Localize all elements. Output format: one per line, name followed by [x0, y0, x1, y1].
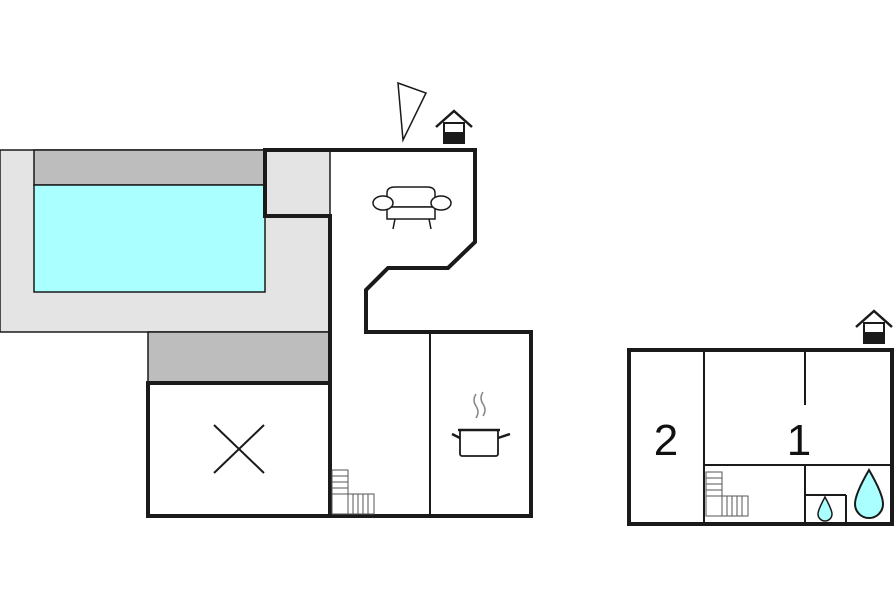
- sofa-icon: [372, 186, 452, 230]
- main-building: [0, 81, 533, 518]
- pool-water: [33, 184, 266, 293]
- bedroom-wall: [146, 381, 332, 518]
- room-label-2: 2: [654, 416, 678, 465]
- pool-deck-bottom: [147, 331, 331, 384]
- compass-north-icon: [397, 81, 428, 143]
- annex-outer-wall: [627, 348, 894, 526]
- cooking-pot-icon: [451, 391, 511, 457]
- water-drop-small-icon: [817, 495, 833, 522]
- bed-cross-icon: [213, 424, 265, 474]
- staircase-icon: [705, 471, 749, 517]
- water-drop-large-icon: [853, 468, 885, 519]
- annex-building: 2 1: [627, 309, 894, 526]
- entrance-house-icon: [855, 309, 893, 344]
- entrance-house-icon: [435, 109, 473, 144]
- living-room-wall: [263, 148, 533, 518]
- pool-deck-top: [33, 149, 266, 186]
- room-label-1: 1: [787, 416, 811, 465]
- staircase-icon: [331, 469, 375, 515]
